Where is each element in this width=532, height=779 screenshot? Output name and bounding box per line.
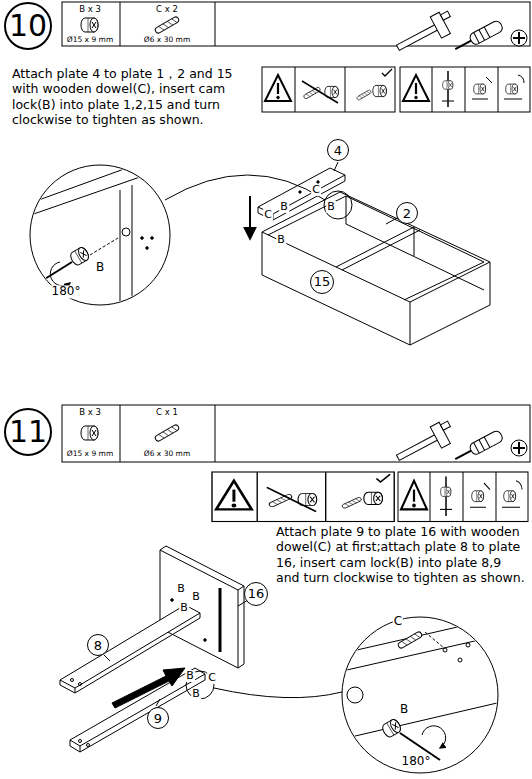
part-letter: C	[263, 209, 273, 221]
callout-number: 2	[403, 207, 411, 220]
callout-number: 10	[9, 11, 47, 41]
part-callout: 16	[244, 582, 269, 607]
part-letter: B	[179, 602, 189, 614]
rotation-angle: 180°	[401, 755, 432, 768]
callout-number: 8	[94, 639, 102, 652]
callout-number: 15	[314, 275, 331, 288]
part-letter: B	[326, 201, 336, 213]
part-count: B x 3	[78, 408, 102, 417]
dimension: Ø15 x 9 mm	[66, 450, 114, 458]
part-letter: B	[279, 201, 289, 213]
part-letter: B	[276, 234, 286, 246]
part-count: C x 1	[155, 408, 179, 417]
instruction-text: Attach plate 9 to plate 16 with wooden d…	[276, 524, 528, 585]
part-letter: C	[393, 615, 403, 628]
dimension: Ø6 x 30 mm	[143, 36, 191, 44]
part-letter: B	[191, 591, 201, 603]
callout-number: 4	[334, 144, 342, 157]
part-callout: 4	[327, 139, 349, 161]
callout-number: 11	[9, 417, 47, 447]
part-letter: B	[399, 703, 409, 716]
instruction-text: Attach plate 4 to plate 1，2 and 15 with …	[12, 66, 260, 127]
part-callout: 2	[396, 202, 418, 224]
part-letter: B	[185, 670, 195, 682]
part-letter: C	[207, 672, 217, 684]
callout-number: 9	[154, 712, 162, 725]
part-letter: B	[176, 583, 186, 595]
part-callout: 15	[310, 270, 335, 295]
part-letter: B	[191, 688, 201, 700]
part-letter: C	[311, 184, 321, 196]
dimension: Ø6 x 30 mm	[143, 450, 191, 458]
part-callout: 8	[87, 634, 109, 656]
dimension: Ø15 x 9 mm	[66, 36, 114, 44]
part-count: C x 2	[155, 5, 179, 14]
step-number: 11	[4, 408, 52, 456]
step-number: 10	[4, 2, 52, 50]
part-callout: 9	[147, 707, 169, 729]
callout-number: 16	[248, 587, 265, 600]
part-letter: B	[95, 261, 105, 274]
part-count: B x 3	[78, 5, 102, 14]
rotation-angle: 180°	[51, 285, 82, 298]
